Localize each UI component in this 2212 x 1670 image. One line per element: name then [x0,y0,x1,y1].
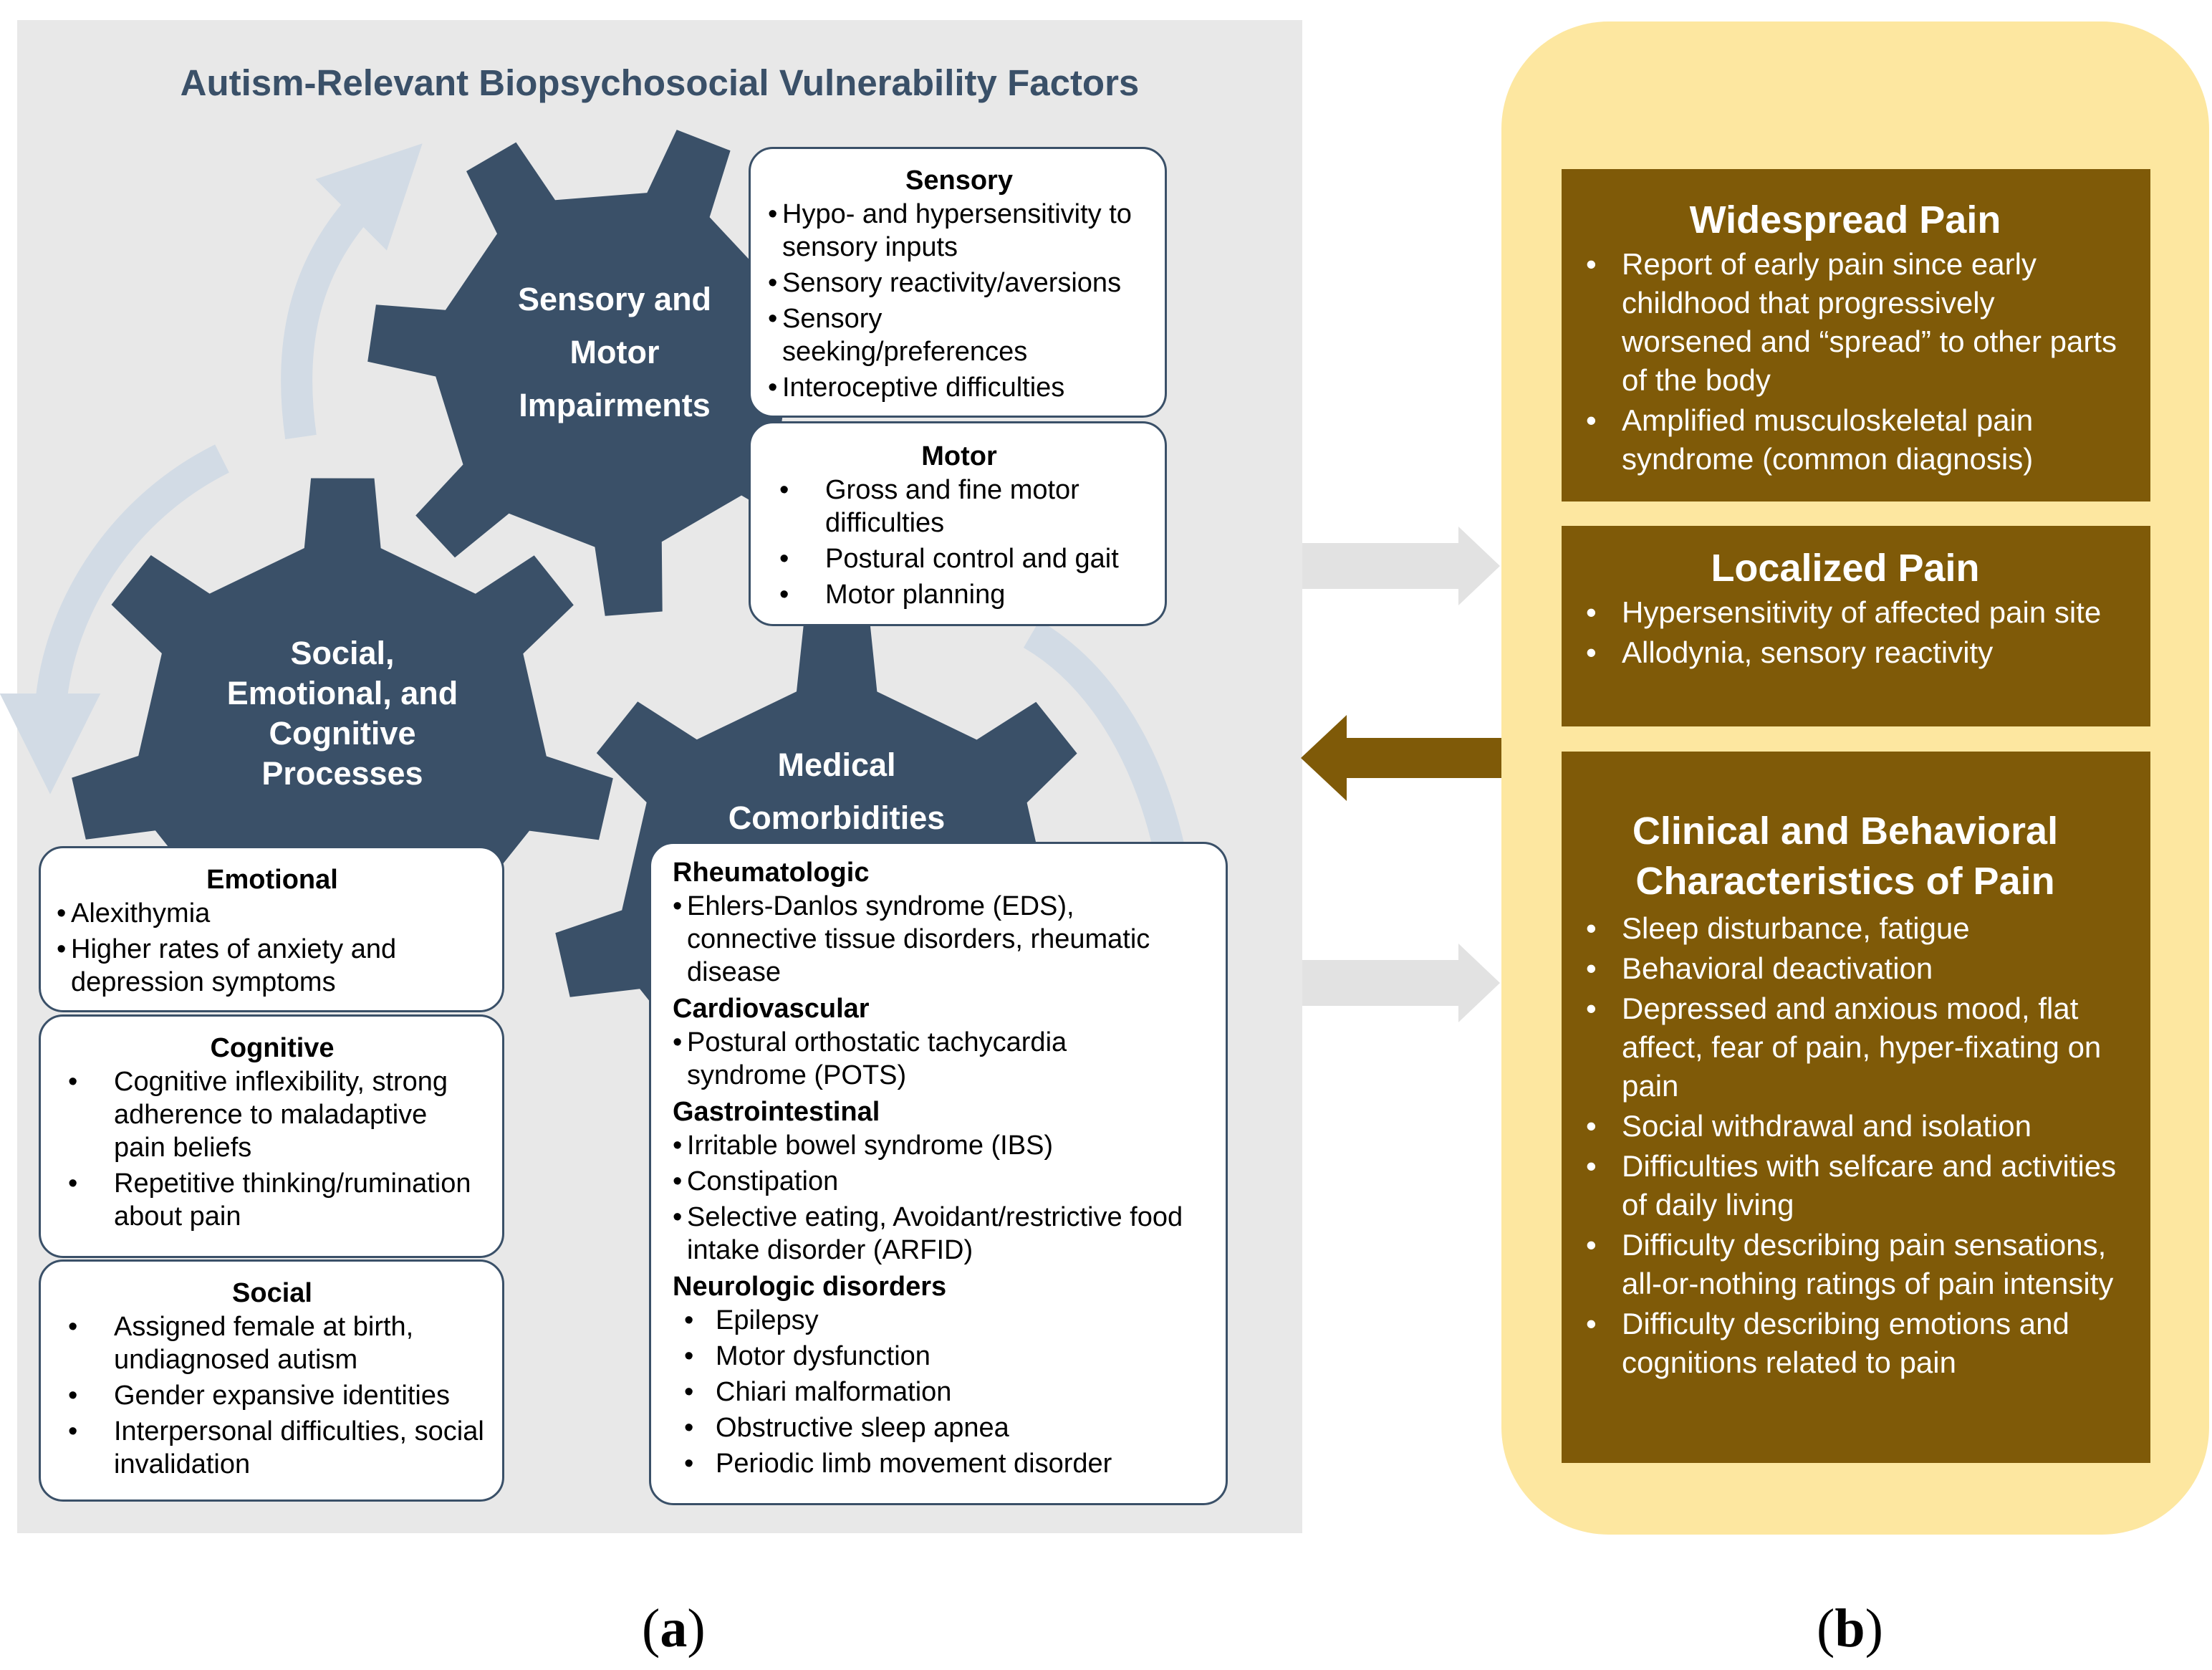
list-item: Constipation [673,1165,1211,1198]
emotional-box: Emotional Alexithymia Higher rates of an… [39,846,504,1012]
gear-label-sensory-motor: Sensory and Motor Impairments [517,281,712,423]
arrow-right-upper [1302,527,1500,605]
list-item: Ehlers-Danlos syndrome (EDS), connective… [673,890,1211,989]
arrow-left-middle [1301,715,1501,801]
list-item: Report of early pain since early childho… [1562,245,2129,400]
list-item: Gender expansive identities [57,1379,488,1412]
list-item: Higher rates of anxiety and depression s… [57,933,488,999]
social-heading: Social [232,1278,312,1308]
localized-pain-heading: Localized Pain [1711,547,1980,590]
widespread-pain-heading: Widespread Pain [1689,198,2001,241]
list-item: Motor dysfunction [673,1340,1211,1373]
arrow-right-lower [1302,944,1500,1022]
list-item: Periodic limb movement disorder [673,1447,1211,1480]
motor-heading: Motor [921,441,997,471]
cycle-arrow-top [281,143,423,440]
list-item: Postural control and gait [768,542,1150,575]
list-item: Sleep disturbance, fatigue [1562,909,2129,948]
list-item: Alexithymia [57,897,488,930]
list-item: Difficulty describing emotions and cogni… [1562,1305,2129,1382]
list-item: Behavioral deactivation [1562,949,2129,988]
panel-a-title: Autism-Relevant Biopsychosocial Vulnerab… [180,62,1140,103]
widespread-pain-box: Widespread Pain Report of early pain sin… [1562,169,2150,502]
list-item: Cognitive inflexibility, strong adherenc… [57,1065,488,1164]
clinical-heading-line-2: Characteristics of Pain [1635,860,2055,903]
list-item: Difficulties with selfcare and activitie… [1562,1147,2129,1224]
motor-box: Motor Gross and fine motor difficulties … [749,421,1167,626]
list-item: Interpersonal difficulties, social inval… [57,1415,488,1481]
cognitive-box: Cognitive Cognitive inflexibility, stron… [39,1014,504,1258]
list-item: Epilepsy [673,1304,1211,1337]
list-item: Gross and fine motor difficulties [768,474,1150,539]
list-item: Motor planning [768,578,1150,611]
list-item: Repetitive thinking/rumination about pai… [57,1167,488,1233]
caption-b: (b) [1817,1598,1883,1659]
social-box: Social Assigned female at birth, undiagn… [39,1259,504,1502]
clinical-characteristics-box: Clinical and Behavioral Characteristics … [1562,752,2150,1463]
medical-box: Rheumatologic Ehlers-Danlos syndrome (ED… [649,842,1228,1505]
clinical-heading-line-1: Clinical and Behavioral [1632,810,2059,853]
list-item: Hypo- and hypersensitivity to sensory in… [768,198,1150,264]
list-item: Difficulty describing pain sensations, a… [1562,1226,2129,1303]
list-item: Amplified musculoskeletal pain syndrome … [1562,401,2129,479]
emotional-heading: Emotional [206,865,338,895]
caption-a: (a) [642,1598,706,1659]
rheumatologic-heading: Rheumatologic [673,858,870,888]
list-item: Allodynia, sensory reactivity [1562,633,2129,672]
list-item: Postural orthostatic tachycardia syndrom… [673,1026,1211,1092]
list-item: Assigned female at birth, undiagnosed au… [57,1310,488,1376]
cardiovascular-heading: Cardiovascular [673,994,870,1024]
list-item: Obstructive sleep apnea [673,1411,1211,1444]
list-item: Selective eating, Avoidant/restrictive f… [673,1201,1211,1267]
list-item: Irritable bowel syndrome (IBS) [673,1129,1211,1162]
cognitive-heading: Cognitive [210,1033,335,1063]
gastrointestinal-heading: Gastrointestinal [673,1097,880,1127]
sensory-box: Sensory Hypo- and hypersensitivity to se… [749,147,1167,418]
neurologic-heading: Neurologic disorders [673,1272,947,1302]
list-item: Sensory reactivity/aversions [768,267,1150,299]
list-item: Hypersensitivity of affected pain site [1562,593,2129,632]
list-item: Social withdrawal and isolation [1562,1107,2129,1146]
localized-pain-box: Localized Pain Hypersensitivity of affec… [1562,526,2150,726]
gear-label-medical: Medical Comorbidities [728,747,946,836]
list-item: Depressed and anxious mood, flat affect,… [1562,989,2129,1105]
sensory-heading: Sensory [905,165,1013,196]
list-item: Interoceptive difficulties [768,371,1150,404]
cycle-arrow-left [0,444,229,795]
gear-sensory-motor [367,130,858,616]
list-item: Sensory seeking/preferences [768,302,1150,368]
gear-label-social-emotional: Social, Emotional, and Cognitive Process… [226,635,458,792]
list-item: Chiari malformation [673,1376,1211,1409]
